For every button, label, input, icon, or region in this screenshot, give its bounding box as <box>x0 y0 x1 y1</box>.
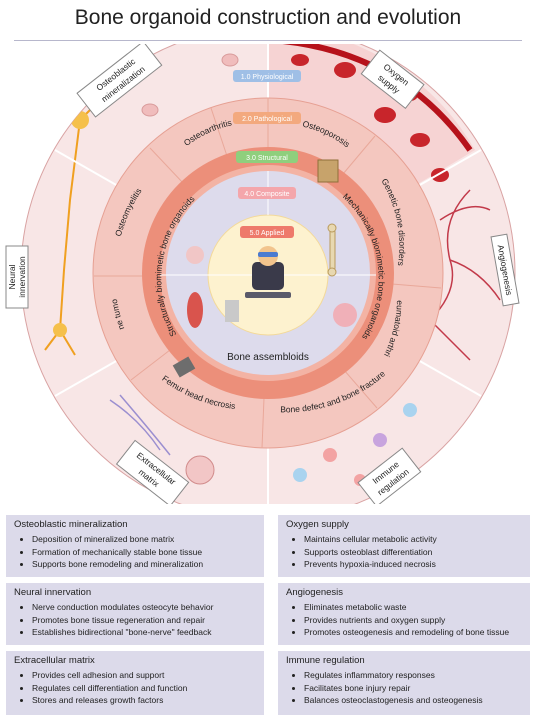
panel-neural: Neural innervation Nerve conduction modu… <box>6 583 264 645</box>
angiogenesis-tag: Angiogenesis <box>490 233 520 307</box>
panel-ecm-list: Provides cell adhesion and support Regul… <box>14 669 256 707</box>
page-title: Bone organoid construction and evolution <box>74 6 462 29</box>
panel-osteoblastic: Osteoblastic mineralization Deposition o… <box>6 515 264 577</box>
list-item: Formation of mechanically stable bone ti… <box>32 546 256 559</box>
assembloids-label: Bone assembloids <box>227 352 309 363</box>
level-tag-2-label: 2.0 Pathological <box>242 116 292 123</box>
oxygen-tag: Oxygen supply <box>360 49 425 109</box>
immune-cells <box>293 403 417 486</box>
panel-angiogenesis-list: Eliminates metabolic waste Provides nutr… <box>286 601 522 639</box>
panel-ecm-title: Extracellular matrix <box>14 655 95 666</box>
panel-immune-title: Immune regulation <box>286 655 365 666</box>
list-item: Facilitates bone injury repair <box>304 682 522 695</box>
robot-icon <box>245 246 291 298</box>
panel-oxygen: Oxygen supply Maintains cellular metabol… <box>278 515 530 577</box>
disease-separators <box>94 98 442 449</box>
level-tag-4 <box>238 187 296 199</box>
list-item: Stores and releases growth factors <box>32 694 256 707</box>
panel-immune-list: Regulates inflammatory responses Facilit… <box>286 669 522 707</box>
list-item: Nerve conduction modulates osteocyte beh… <box>32 601 256 614</box>
list-item: Deposition of mineralized bone matrix <box>32 533 256 546</box>
list-item: Provides cell adhesion and support <box>32 669 256 682</box>
neural-tag-line2: innervation <box>17 256 27 298</box>
list-item: Provides nutrients and oxygen supply <box>304 614 522 627</box>
list-item: Supports osteoblast differentiation <box>304 546 522 559</box>
bone-icon <box>327 223 337 277</box>
gut-icon <box>333 303 357 327</box>
level-tag-1 <box>233 70 301 82</box>
level-tag-3 <box>236 151 298 163</box>
ecm-tag: Extracellular matrix <box>115 439 190 504</box>
outer-separators <box>54 44 482 504</box>
organoid-diagram: 1.0 Physiological 2.0 Pathological 3.0 S… <box>0 44 520 504</box>
panel-neural-title: Neural innervation <box>14 587 92 598</box>
panel-immune: Immune regulation Regulates inflammatory… <box>278 651 530 715</box>
panel-ecm: Extracellular matrix Provides cell adhes… <box>6 651 264 715</box>
femur-icon <box>172 356 196 378</box>
level-tag-1-label: 1.0 Physiological <box>241 74 294 81</box>
list-item: Promotes osteogenesis and remodeling of … <box>304 626 522 639</box>
level-tag-3-label: 3.0 Structural <box>246 155 288 162</box>
ecm-cell <box>185 455 215 485</box>
panel-angiogenesis-title: Angiogenesis <box>286 587 344 598</box>
list-item: Promotes bone tissue regeneration and re… <box>32 614 256 627</box>
panel-neural-list: Nerve conduction modulates osteocyte beh… <box>14 601 256 639</box>
level-tag-5-label: 5.0 Applied <box>250 230 285 237</box>
level-tag-5 <box>240 226 294 238</box>
list-item: Balances osteoclastogenesis and osteogen… <box>304 694 522 707</box>
panel-angiogenesis: Angiogenesis Eliminates metabolic waste … <box>278 583 530 645</box>
muscle-icon <box>187 292 203 328</box>
neuron-terminal <box>53 323 67 337</box>
neural-tag-line1: Neural <box>7 264 17 289</box>
panel-oxygen-list: Maintains cellular metabolic activity Su… <box>286 533 522 571</box>
panel-osteoblastic-list: Deposition of mineralized bone matrix Fo… <box>14 533 256 571</box>
list-item: Maintains cellular metabolic activity <box>304 533 522 546</box>
level-tag-4-label: 4.0 Composite <box>244 191 289 198</box>
panel-osteoblastic-title: Osteoblastic mineralization <box>14 519 128 530</box>
spine-icon <box>225 300 239 322</box>
list-item: Supports bone remodeling and mineralizat… <box>32 558 256 571</box>
level-tag-2 <box>233 112 301 124</box>
list-item: Prevents hypoxia-induced necrosis <box>304 558 522 571</box>
list-item: Eliminates metabolic waste <box>304 601 522 614</box>
list-item: Establishes bidirectional "bone-nerve" f… <box>32 626 256 639</box>
list-item: Regulates cell differentiation and funct… <box>32 682 256 695</box>
title-divider <box>14 40 522 41</box>
list-item: Regulates inflammatory responses <box>304 669 522 682</box>
panel-oxygen-title: Oxygen supply <box>286 519 349 530</box>
scaffold-icon <box>317 159 339 183</box>
ecm-fibers <box>109 394 171 456</box>
brain-icon <box>186 246 204 264</box>
neural-tag: Neural innervation <box>5 245 29 309</box>
